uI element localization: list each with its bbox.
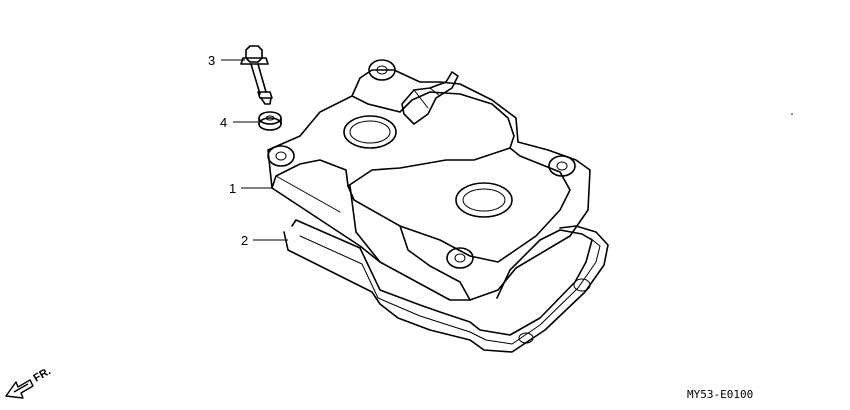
stray-dot bbox=[791, 113, 793, 115]
boss-top bbox=[368, 59, 396, 81]
head-cover-gasket bbox=[283, 219, 609, 353]
front-direction-arrow-icon bbox=[5, 379, 34, 399]
drawing-code: MY53-E0100 bbox=[687, 388, 753, 401]
bolt bbox=[240, 45, 273, 105]
boss-right bbox=[548, 155, 576, 177]
callout-1: 1 bbox=[229, 181, 236, 196]
boss-left bbox=[267, 145, 295, 167]
rubber-seal bbox=[258, 111, 282, 131]
cylinder-head-cover bbox=[267, 59, 591, 301]
callout-3: 3 bbox=[208, 53, 215, 68]
callout-4: 4 bbox=[220, 115, 227, 130]
boss-bottom bbox=[446, 247, 474, 269]
direction-label: FR. bbox=[32, 365, 53, 384]
callout-2: 2 bbox=[241, 233, 248, 248]
